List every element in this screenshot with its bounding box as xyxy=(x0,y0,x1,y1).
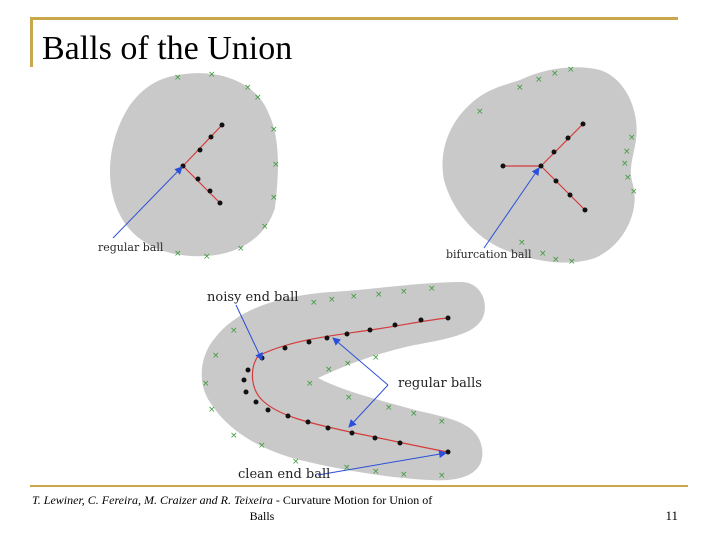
footer-citation: T. Lewiner, C. Fereira, M. Craizer and R… xyxy=(32,492,492,524)
svg-text:×: × xyxy=(208,405,216,415)
svg-text:×: × xyxy=(254,93,262,103)
svg-text:×: × xyxy=(202,379,210,389)
svg-text:×: × xyxy=(328,295,336,305)
svg-text:×: × xyxy=(438,471,446,481)
u-curve-shape: × × × × × × × × × × × × × × × × × × × × × × × × × xyxy=(201,282,485,481)
svg-text:×: × xyxy=(310,298,318,308)
label-regular-ball: regular ball xyxy=(98,241,164,254)
svg-text:×: × xyxy=(258,441,266,451)
svg-text:×: × xyxy=(230,326,238,336)
footer-separator: - xyxy=(272,493,283,507)
svg-text:×: × xyxy=(516,83,524,93)
slide-title: Balls of the Union xyxy=(42,30,293,67)
svg-text:×: × xyxy=(385,403,393,413)
svg-text:×: × xyxy=(400,470,408,480)
regular-ball-shape: ×××× ×××× ××× xyxy=(109,70,280,262)
svg-text:×: × xyxy=(325,365,333,375)
svg-text:×: × xyxy=(292,457,300,467)
svg-text:×: × xyxy=(621,159,629,169)
svg-text:×: × xyxy=(344,359,352,369)
svg-text:×: × xyxy=(400,287,408,297)
svg-text:×: × xyxy=(623,147,631,157)
svg-text:×: × xyxy=(375,290,383,300)
bifurcation-ball-shape: × × × × × × × × × × × × × × xyxy=(442,65,638,267)
svg-text:×: × xyxy=(203,252,211,262)
frame-bottom-rule xyxy=(30,485,688,487)
label-noisy-end-ball: noisy end ball xyxy=(207,290,298,305)
svg-text:×: × xyxy=(212,351,220,361)
svg-text:×: × xyxy=(350,292,358,302)
label-clean-end-ball: clean end ball xyxy=(238,467,330,482)
svg-text:×: × xyxy=(518,238,526,248)
svg-text:×: × xyxy=(372,467,380,477)
svg-text:×: × xyxy=(244,83,252,93)
svg-text:×: × xyxy=(270,125,278,135)
svg-text:×: × xyxy=(410,409,418,419)
frame-top-rule xyxy=(30,17,678,20)
svg-text:×: × xyxy=(208,70,216,80)
label-bifurcation-ball: bifurcation ball xyxy=(446,248,532,261)
svg-text:×: × xyxy=(230,431,238,441)
footer-subject-line1: Curvature Motion for Union of xyxy=(282,493,433,507)
frame-left-rule xyxy=(30,17,33,67)
svg-text:×: × xyxy=(345,393,353,403)
svg-text:×: × xyxy=(174,73,182,83)
svg-text:×: × xyxy=(306,379,314,389)
svg-text:×: × xyxy=(261,222,269,232)
footer-subject-line2: Balls xyxy=(249,509,275,523)
svg-text:×: × xyxy=(567,65,575,75)
svg-text:×: × xyxy=(551,69,559,79)
svg-text:×: × xyxy=(630,187,638,197)
svg-text:×: × xyxy=(568,257,576,267)
svg-text:×: × xyxy=(552,255,560,265)
svg-text:×: × xyxy=(270,193,278,203)
svg-text:×: × xyxy=(428,284,436,294)
svg-text:×: × xyxy=(237,244,245,254)
svg-text:×: × xyxy=(372,353,380,363)
svg-text:×: × xyxy=(624,173,632,183)
svg-text:×: × xyxy=(272,160,280,170)
svg-text:×: × xyxy=(535,75,543,85)
label-regular-balls: regular balls xyxy=(398,376,482,391)
svg-text:×: × xyxy=(174,249,182,259)
svg-text:×: × xyxy=(343,463,351,473)
svg-text:×: × xyxy=(476,107,484,117)
svg-text:×: × xyxy=(438,417,446,427)
page-number: 11 xyxy=(665,508,678,523)
svg-text:×: × xyxy=(539,249,547,259)
svg-text:×: × xyxy=(628,133,636,143)
footer-authors: T. Lewiner, C. Fereira, M. Craizer and R… xyxy=(32,493,273,507)
